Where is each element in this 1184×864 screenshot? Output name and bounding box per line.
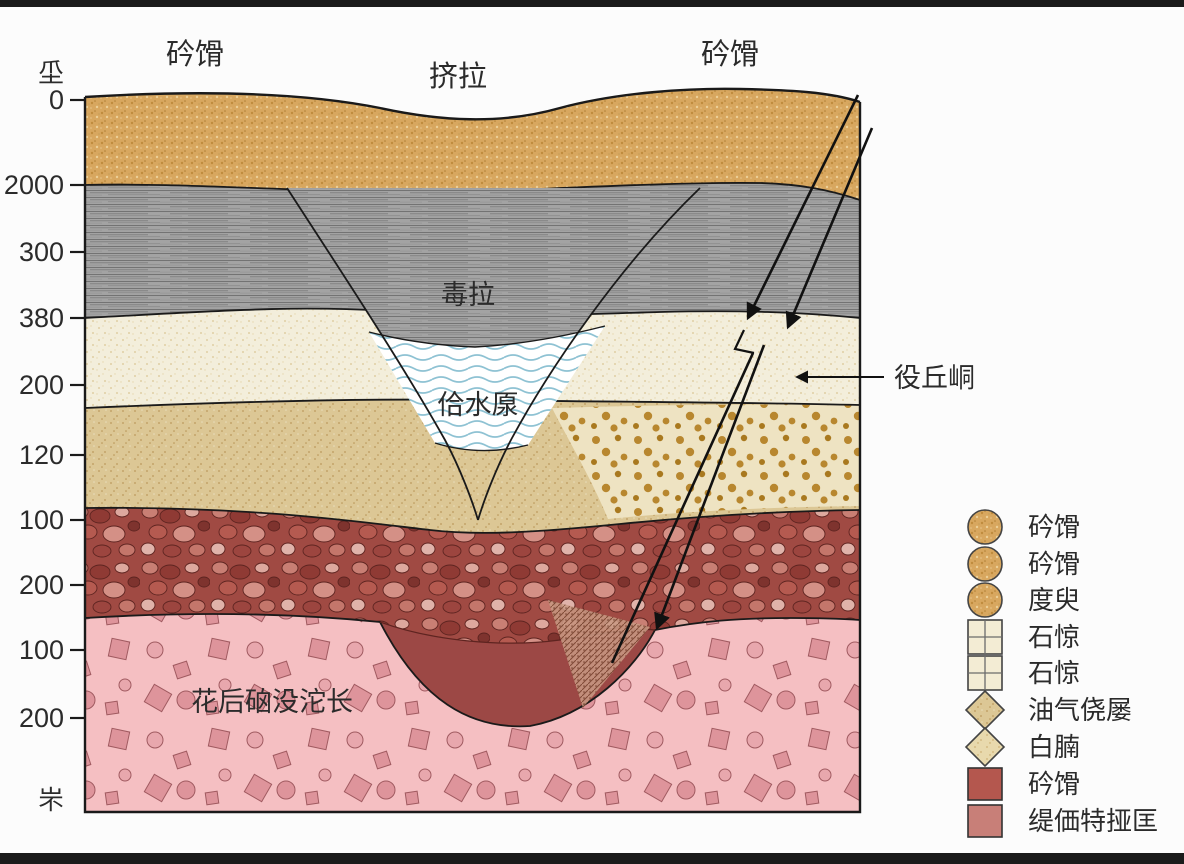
depth-axis: 坕 0 2000 300 380 200 120 100 200 100 200… [4,58,84,815]
shale-label: 毒拉 [441,280,495,310]
legend-swatch-square-red [967,767,1003,801]
legend-label: 砛馉 [1028,512,1080,542]
legend-swatch-grid-1 [967,619,1003,655]
annotation-labels: 砛馉 挤拉 砛馉 毒拉 佮水厡 役丘峒 花后硇没沱长 [166,38,975,717]
bottom-letterbox-bar [0,853,1184,864]
axis-tick-label: 200 [19,370,64,400]
legend-swatch-diamond-1 [964,689,1006,731]
legend-label: 砛馉 [1028,549,1080,579]
aquifer-label: 佮水厡 [438,390,519,420]
fault-strand-lower-2 [654,344,766,631]
legend-swatch-diamond-2 [964,726,1006,768]
legend-label: 石惊 [1028,658,1080,688]
legend-swatch-circle-1 [967,509,1003,545]
legend-label: 度臾 [1028,585,1080,615]
fault-strand-lower-1 [610,352,755,664]
axis-tick-label: 120 [19,440,64,470]
legend: 砛馉 砛馉 度臾 石惊 石惊 油气侥屡 白腩 砛馉 缇価特挜匡 [964,509,1158,838]
axis-tick-label: 380 [19,303,64,333]
top-label-left: 砛馉 [166,38,224,71]
syncline-lower-fill [435,443,528,520]
legend-labels: 砛馉 砛馉 度臾 石惊 石惊 油气侥屡 白腩 砛馉 缇価特挜匡 [1028,512,1158,836]
axis-tick-label: 100 [19,505,64,535]
dotted-reservoir-zone [552,404,860,519]
legend-swatch-square-pink [967,804,1003,838]
axis-tick-label: 0 [49,85,64,115]
legend-swatch-grid-2 [967,655,1003,691]
legend-label: 油气侥屡 [1028,695,1132,725]
axis-tick-label: 200 [19,703,64,733]
top-label-right: 砛馉 [701,38,759,71]
fault-strand-upper-1 [746,94,860,321]
legend-label: 缇価特挜匡 [1028,806,1158,836]
fault-strand-upper-2 [785,127,874,330]
axis-ticks [70,98,84,720]
fault-jog [733,329,755,355]
axis-tick-label: 200 [19,570,64,600]
legend-swatch-circle-2 [967,546,1003,582]
legend-swatches [964,509,1006,838]
legend-swatch-circle-3 [967,582,1003,618]
section-frame [83,87,862,814]
fault-lines [610,94,884,664]
fault-label: 役丘峒 [894,363,975,393]
sand-layer [85,88,860,200]
axis-tick-label: 300 [19,237,64,267]
legend-label: 白腩 [1028,732,1080,762]
basement-label: 花后硇没沱长 [191,687,353,717]
fault-gouge-wedge [548,600,650,708]
basement-layer [85,614,860,812]
axis-tick-label: 100 [19,635,64,665]
legend-label: 石惊 [1028,622,1080,652]
syncline-outline [286,187,701,521]
aquifer-wave-pattern [369,326,605,451]
legend-label: 砛馉 [1028,769,1080,799]
axis-bottom-char: 㞸 [38,785,64,815]
axis-tick-label: 2000 [4,170,64,200]
syncline-wedge [286,187,701,521]
top-letterbox-bar [0,0,1184,7]
top-label-center: 挤拉 [429,60,487,93]
axis-top-char: 坕 [38,58,64,88]
